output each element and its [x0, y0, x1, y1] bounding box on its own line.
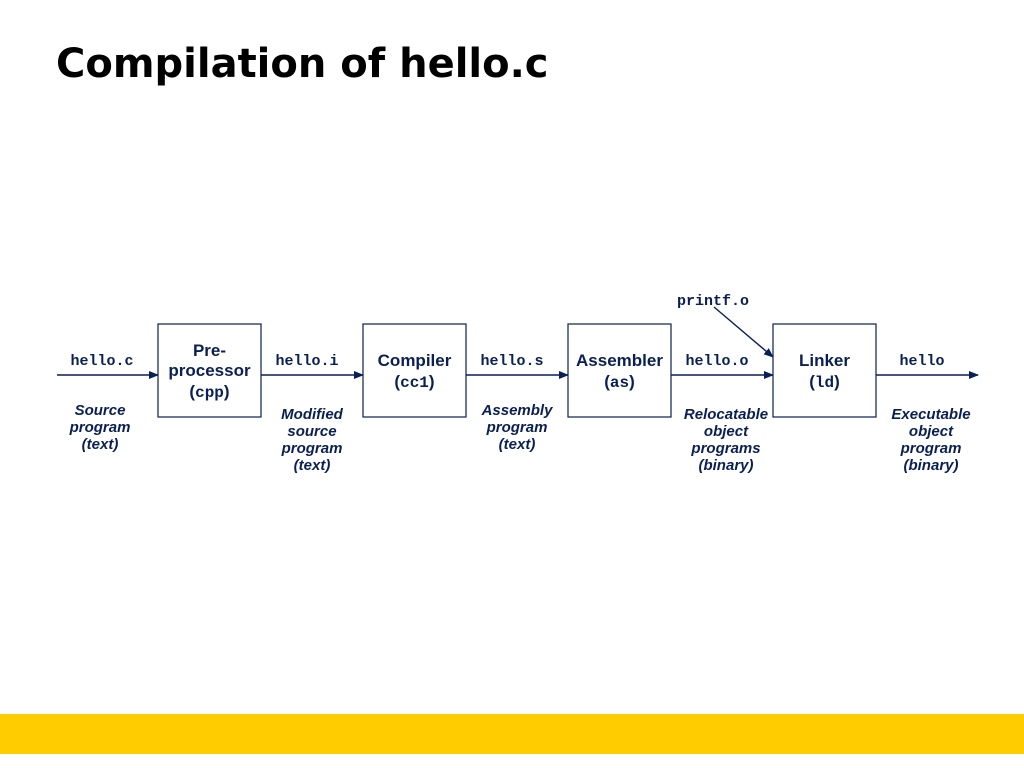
stage-box: [362, 323, 467, 418]
stage-name-line: processor: [168, 361, 251, 380]
description-hello: Executable object program (binary): [891, 406, 970, 474]
description-line: Modified: [281, 406, 343, 423]
description-line: program: [281, 440, 343, 457]
stage-command: (cc1): [394, 372, 434, 392]
footer-bar: [0, 714, 1024, 754]
description-line: source: [287, 423, 336, 440]
description-line: (text): [499, 436, 536, 453]
description-line: object: [704, 423, 749, 440]
stage-box: [567, 323, 672, 418]
description-line: Relocatable: [684, 406, 768, 423]
stage-assembler: Assembler (as): [567, 323, 672, 418]
description-line: program: [69, 419, 131, 436]
stage-name-line: Pre-: [193, 341, 226, 360]
stage-command: (ld): [809, 372, 840, 392]
description-line: Executable: [891, 406, 970, 423]
arrow-printf-o: [713, 306, 774, 358]
stage-name-line: Compiler: [378, 351, 452, 370]
description-hello-o: Relocatable object programs (binary): [684, 406, 768, 474]
description-line: Assembly: [481, 402, 554, 419]
stage-preprocessor: Pre- processor (cpp): [157, 323, 262, 418]
stage-command: (as): [604, 372, 635, 392]
stage-box: [157, 323, 262, 418]
file-name-hello-o: hello.o: [685, 353, 748, 370]
file-name-printf-o: printf.o: [677, 293, 749, 310]
file-name-hello-i: hello.i: [275, 353, 338, 370]
description-hello-s: Assembly program (text): [481, 402, 554, 453]
description-hello-i: Modified source program (text): [281, 406, 344, 474]
description-line: (binary): [903, 457, 958, 474]
stage-name-line: Linker: [799, 351, 850, 370]
description-line: programs: [690, 440, 760, 457]
description-line: (text): [82, 436, 119, 453]
description-line: (binary): [698, 457, 753, 474]
stage-box: [772, 323, 877, 418]
file-name-hello: hello: [899, 353, 944, 370]
file-name-hello-c: hello.c: [70, 353, 133, 370]
stage-linker: Linker (ld): [772, 323, 877, 418]
description-line: (text): [294, 457, 331, 474]
stage-compiler: Compiler (cc1): [362, 323, 467, 418]
slide-title: Compilation of hello.c: [56, 41, 549, 87]
description-hello-c: Source program (text): [69, 402, 131, 453]
file-name-hello-s: hello.s: [480, 353, 543, 370]
description-line: program: [900, 440, 962, 457]
description-line: object: [909, 423, 954, 440]
stage-name-line: Assembler: [576, 351, 663, 370]
description-line: Source: [75, 402, 126, 419]
stage-command: (cpp): [189, 382, 229, 402]
description-line: program: [486, 419, 548, 436]
